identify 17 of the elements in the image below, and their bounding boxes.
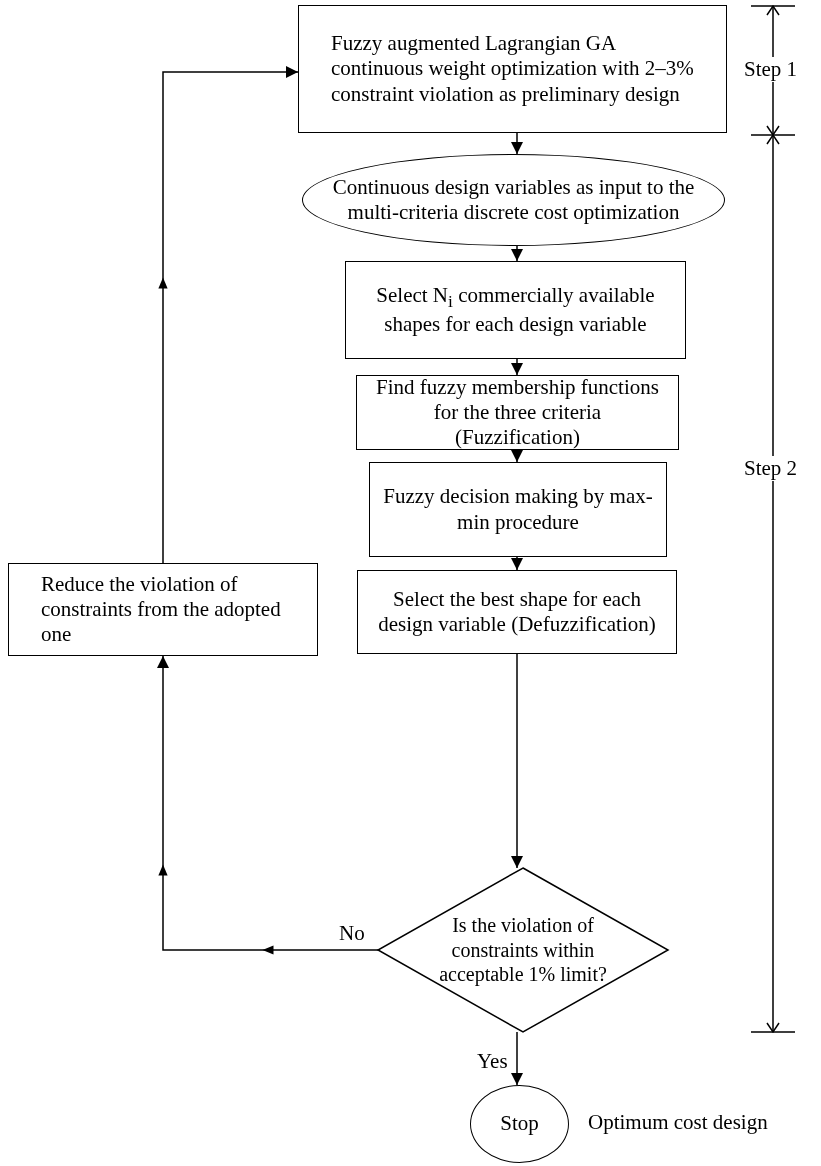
step-label: Step 1 bbox=[744, 57, 798, 82]
process-box bbox=[298, 5, 727, 133]
node-caption: Optimum cost design bbox=[588, 1110, 768, 1135]
process-box bbox=[357, 570, 677, 654]
node-text: Select the best shape for each design variable (Defuzzification) bbox=[377, 586, 657, 638]
node-text: Stop bbox=[500, 1111, 539, 1137]
step-label: Step 2 bbox=[744, 456, 798, 481]
node-text: Find fuzzy membership functions for the three criteria (Fuzzification) bbox=[375, 374, 660, 451]
node-text: Fuzzy decision making by max-min procedure bbox=[382, 484, 654, 535]
process-box bbox=[345, 261, 686, 359]
process-box bbox=[8, 563, 318, 656]
node-text: Is the violation of constraints within acceptable 1% limit? bbox=[438, 913, 608, 987]
node-text: Fuzzy augmented Lagrangian GA continuous weight optimization with 2–3% constraint violation as preliminary design bbox=[331, 31, 695, 107]
node-text: Reduce the violation of constraints from the adopted one bbox=[41, 571, 282, 648]
node-text: Select N$_{i}$ commercially available shapes for each design variable bbox=[375, 282, 656, 338]
node-text: Continuous design variables as input to the multi-criteria discrete cost optimization bbox=[331, 174, 696, 226]
process-box bbox=[369, 462, 667, 557]
